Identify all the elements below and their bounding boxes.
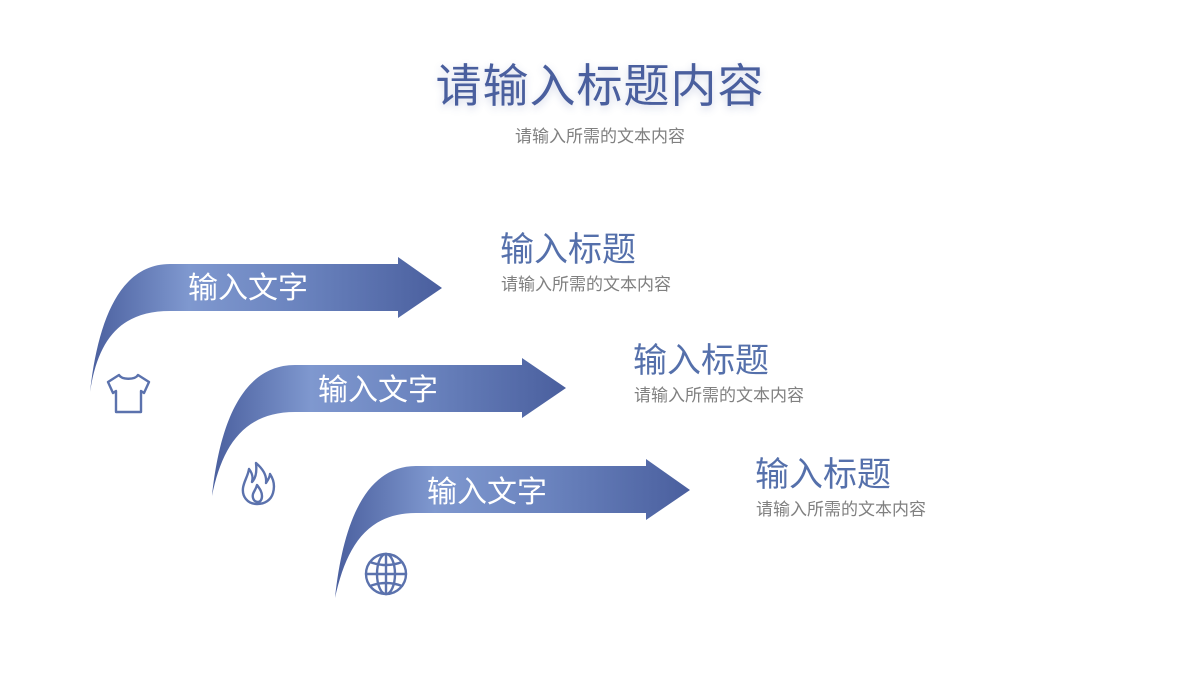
globe-icon (364, 552, 408, 596)
arrow-1: 输入文字 (90, 257, 442, 392)
item-1-desc: 请输入所需的文本内容 (501, 275, 671, 295)
arrow-3-label: 输入文字 (427, 475, 547, 510)
arrow-1-label: 输入文字 (188, 271, 308, 306)
item-2-title: 输入标题 (633, 341, 769, 381)
item-3-title: 输入标题 (755, 455, 891, 495)
arrow-3-shape (335, 459, 690, 598)
fire-icon (241, 461, 276, 506)
arrow-1-shape (90, 257, 442, 392)
page-subtitle: 请输入所需的文本内容 (515, 127, 685, 147)
page-title: 请输入标题内容 (435, 59, 765, 113)
item-2-desc: 请输入所需的文本内容 (634, 386, 804, 406)
tshirt-icon (106, 373, 151, 414)
arrow-3: 输入文字 (335, 459, 690, 598)
arrow-2-label: 输入文字 (318, 373, 438, 408)
arrow-2-shape (212, 358, 566, 496)
arrow-2: 输入文字 (212, 358, 566, 496)
item-1-title: 输入标题 (500, 230, 636, 270)
item-3-desc: 请输入所需的文本内容 (756, 500, 926, 520)
